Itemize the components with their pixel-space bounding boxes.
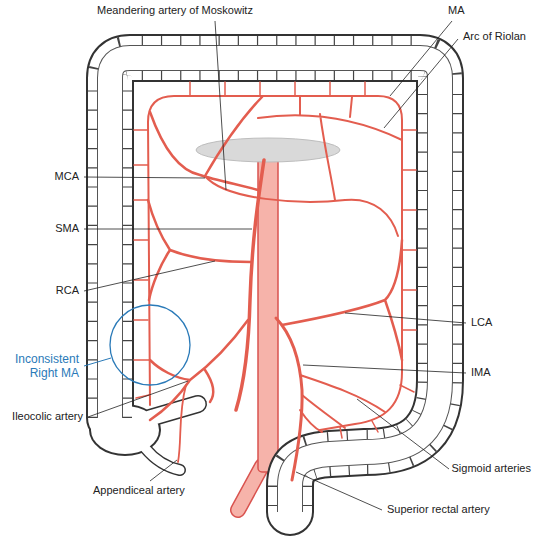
haustra — [110, 58, 440, 512]
artery-label: Sigmoid arteries — [451, 462, 532, 475]
artery-label: SMA — [54, 222, 80, 235]
leader-line — [296, 472, 382, 510]
artery-label: Meandering artery of Moskowitz — [96, 4, 254, 17]
leader-line — [88, 381, 188, 417]
colon — [110, 58, 440, 512]
leader-line — [390, 21, 452, 96]
artery-label: Superior rectal artery — [386, 503, 491, 516]
artery-label: Ileocolic artery — [11, 410, 84, 423]
sigmoid-arteries — [300, 375, 385, 432]
artery-label: Appendiceal artery — [92, 484, 186, 497]
pancreas — [196, 138, 340, 162]
colon-outline — [110, 58, 440, 512]
colon-lumen — [110, 58, 440, 512]
marginal-artery — [148, 96, 402, 430]
artery-label: MA — [447, 4, 466, 17]
leader-line — [84, 358, 111, 366]
leader-line — [384, 39, 458, 128]
artery-label: IMA — [470, 366, 492, 379]
left-colic-artery — [282, 240, 402, 360]
artery-label: RCA — [55, 284, 80, 297]
right-colic-artery — [148, 200, 251, 300]
artery-label: MCA — [54, 170, 80, 183]
meandering-artery — [205, 176, 398, 236]
leader-line — [215, 21, 226, 190]
leader-lines — [84, 21, 466, 510]
arc-of-riolan — [258, 97, 402, 200]
leader-line — [345, 313, 466, 323]
leader-line — [84, 177, 205, 178]
appendix — [145, 448, 180, 470]
leader-line — [84, 229, 252, 230]
aorta — [258, 148, 278, 472]
inferior-mesenteric-artery — [276, 318, 302, 480]
appendix-outline — [145, 448, 180, 470]
highlight-circle — [110, 305, 190, 385]
leader-line — [84, 261, 215, 291]
appendiceal-artery — [178, 385, 186, 462]
vasa-recta — [134, 82, 416, 438]
ileocolic-artery — [150, 320, 248, 420]
leader-line — [303, 365, 466, 373]
leader-line — [150, 460, 177, 481]
region-label: Inconsistent Right MA — [6, 352, 80, 380]
artery-label: Arc of Riolan — [462, 30, 527, 43]
arteries — [134, 82, 416, 480]
leader-line — [357, 399, 449, 469]
colon-inner-line — [110, 58, 440, 512]
artery-label: LCA — [470, 316, 493, 329]
